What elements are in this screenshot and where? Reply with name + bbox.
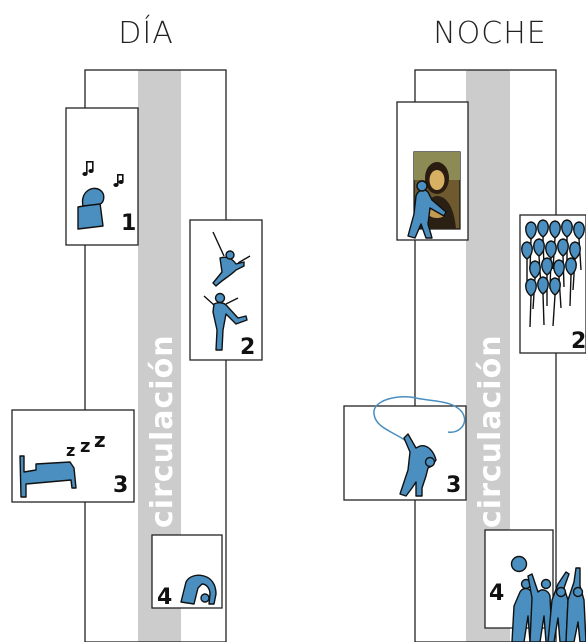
balloon-icon	[557, 238, 569, 257]
balloon-icon	[537, 219, 549, 238]
day-zone-2: 2	[189, 219, 263, 361]
night-zone-4-number: 4	[489, 581, 504, 606]
night-panel: NOCHE circulación 2	[343, 16, 586, 642]
balloon-icon	[521, 241, 533, 260]
night-zone-3-number: 3	[446, 473, 461, 498]
balloon-icon	[561, 219, 573, 238]
party-people-icon	[510, 555, 586, 642]
sleep-z-3: z	[94, 428, 106, 452]
sleep-z-2: z	[80, 436, 90, 457]
night-zone-2: 2	[519, 214, 586, 354]
day-zone-3-number: 3	[113, 473, 128, 498]
day-zone-1: 1	[65, 107, 139, 246]
balloon-string	[552, 294, 556, 327]
gymnast-icon	[180, 574, 217, 605]
balloon-icon	[537, 276, 549, 295]
night-zone-1	[396, 101, 469, 241]
balloon-icon	[553, 259, 565, 278]
balloon-string	[529, 295, 532, 328]
balloon-icon	[525, 278, 537, 297]
sleep-z-1: z	[66, 441, 75, 460]
balloon-icon	[525, 221, 537, 240]
night-zone-4: 4	[484, 529, 586, 642]
day-panel: DÍA circulación	[11, 15, 263, 642]
day-zone-4: 4	[151, 534, 223, 610]
day-zone-4-number: 4	[157, 585, 172, 610]
balloon-string	[542, 293, 545, 326]
balloons-icon	[521, 219, 585, 328]
night-zone-3: 3	[343, 396, 467, 501]
bed-sleep-icon: z z z	[19, 428, 106, 498]
balloon-icon	[565, 257, 577, 276]
day-zone-3: z z z 3	[11, 409, 135, 503]
dancers-icon	[203, 231, 251, 351]
day-zone-2-number: 2	[240, 335, 255, 360]
night-corridor-label: circulación	[473, 334, 508, 528]
balloon-icon	[541, 257, 553, 276]
balloon-icon	[529, 260, 541, 279]
music-note-icon	[113, 174, 124, 187]
music-note-icon	[82, 161, 94, 176]
balloon-icon	[545, 240, 557, 259]
balloon-icon	[533, 238, 545, 257]
balloon-string	[569, 274, 572, 307]
balloon-icon	[573, 221, 585, 240]
day-zone-1-number: 1	[121, 211, 136, 236]
balloon-icon	[569, 241, 581, 260]
balloon-icon	[549, 220, 561, 239]
night-zone-2-number: 2	[571, 329, 586, 354]
night-building-outline	[414, 69, 557, 642]
day-title: DÍA	[118, 15, 173, 51]
ribbon-dancer-icon	[373, 396, 466, 497]
day-corridor-label: circulación	[145, 334, 180, 528]
balloon-icon	[549, 277, 561, 296]
music-box-icon	[77, 161, 124, 230]
night-title: NOCHE	[433, 16, 547, 51]
ball-icon	[510, 555, 528, 573]
visitor-silhouette-icon	[407, 180, 447, 239]
day-zone-2-frame	[189, 219, 263, 361]
